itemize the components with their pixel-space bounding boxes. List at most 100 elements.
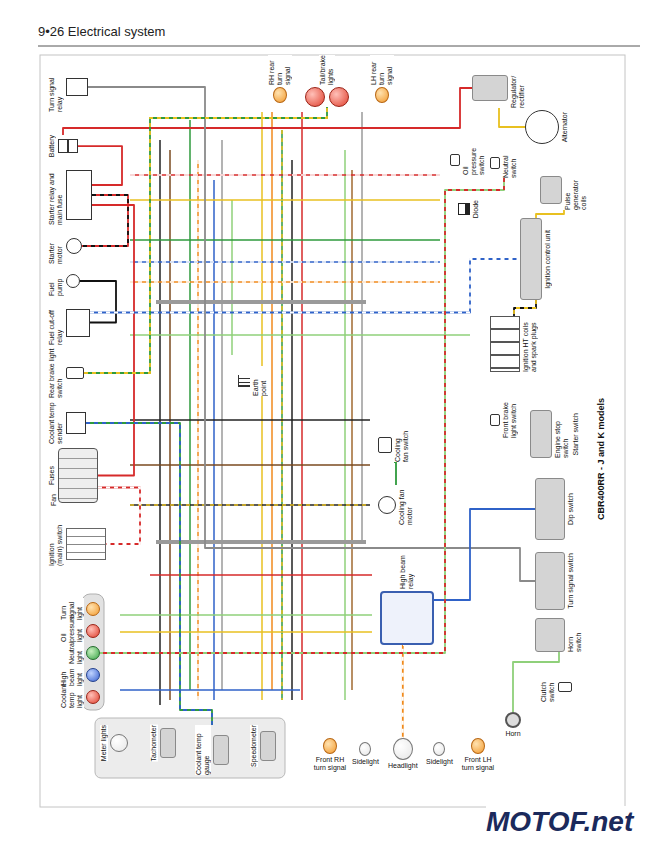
component-label: Starter switch [572, 413, 580, 455]
wire [88, 87, 535, 581]
component-symbol [66, 412, 86, 434]
component: Turn signal light [58, 598, 100, 620]
bundle-clamps [156, 300, 366, 544]
component-label: Tachometer [150, 725, 158, 762]
component-symbol [375, 87, 389, 103]
wire-core [434, 509, 535, 600]
component: Tachometer [150, 725, 176, 762]
component-label: Clutch switch [540, 672, 556, 702]
component-label: Neutral light [68, 642, 84, 664]
component: Horn [505, 712, 521, 738]
component: Sidelight [352, 742, 379, 766]
component: Tail/brake lights [305, 55, 349, 107]
watermark: MOTOF.net [486, 806, 633, 838]
wire [499, 108, 525, 127]
label-group: Coolant temp gauge [195, 725, 211, 775]
bulb-symbol [329, 87, 349, 107]
component-symbol [213, 735, 229, 765]
component-symbol [359, 742, 371, 756]
component: Front LH turn signal [460, 738, 496, 772]
component-label: Rear brake light switch [48, 348, 64, 398]
component-label: Ignition HT coils and spark plugs [522, 316, 538, 372]
wire-core [514, 300, 536, 316]
component: Starter motor [48, 228, 82, 264]
component-label: Sidelight [352, 758, 379, 766]
label-group: Ignition HT coils and spark plugs [522, 316, 538, 372]
label-group: Engine stop switchStarter switch [554, 410, 580, 458]
component-label: Starter motor [48, 228, 64, 264]
wire [86, 423, 212, 725]
wire [536, 210, 564, 218]
component-label: Cooling fan motor [398, 485, 414, 525]
label-group: Tachometer [150, 725, 158, 762]
wire-core [100, 178, 504, 653]
component-label: Oil pressure light [60, 620, 84, 642]
component: Horn switch [535, 618, 583, 652]
component-symbol [260, 731, 276, 761]
fuse-label: Fan [50, 494, 58, 506]
component-symbol [323, 738, 337, 754]
component: Battery [48, 135, 78, 157]
component-symbol [305, 87, 349, 107]
component-symbol [558, 682, 572, 692]
label-group: Headlight [388, 762, 418, 770]
component-symbol [160, 728, 176, 758]
component-label: Battery [48, 135, 56, 157]
label-group: Coolant temp light [58, 686, 84, 708]
wire [434, 509, 535, 600]
component-label: High beam light [60, 664, 84, 686]
label-group: Clutch switch [540, 672, 556, 702]
wire [513, 652, 559, 712]
label-group: Rear brake light switch [48, 348, 64, 398]
wire-core [90, 259, 520, 313]
component-label: Turn signal relay [48, 62, 64, 112]
label-group: Dip switch [567, 493, 575, 525]
component: Sidelight [426, 742, 453, 766]
label-group: High beam relay [399, 555, 415, 589]
label-group: Front brake light switch [502, 402, 518, 438]
component-symbol [490, 316, 520, 372]
component-symbol [86, 668, 100, 682]
component-symbol [86, 624, 100, 638]
component: Cooling fan motor [378, 485, 414, 525]
component-label: Alternator [561, 112, 569, 142]
component-label: Speedometer [250, 725, 258, 767]
component: Engine stop switchStarter switch [530, 410, 580, 458]
label-group: Fuses [48, 466, 56, 485]
component-symbol [273, 87, 287, 103]
label-group: Oil pressure light [58, 620, 84, 642]
component-label: Cooling fan switch [394, 428, 410, 462]
component: Dip switch [535, 478, 575, 540]
component-label: Tail/brake lights [319, 55, 335, 85]
component-label: Front brake light switch [502, 402, 518, 438]
component-label: Turn signal switch [567, 553, 575, 609]
label-group: High beam light [58, 664, 84, 686]
component-label: Coolant temp light [60, 686, 84, 708]
component-label: Neutral switch [502, 148, 518, 178]
wire-core [86, 423, 212, 725]
label-group: Ignition (main) switch [48, 522, 64, 566]
label-group: Turn signal relay [48, 62, 64, 112]
model-caption: CBR400RR - J and K models [596, 398, 607, 520]
component-symbol [58, 448, 98, 503]
component: Coolant temp gauge [195, 725, 229, 775]
component-symbol [86, 690, 100, 704]
label-group: Coolant temp sender [48, 402, 64, 444]
component: Earth point [238, 366, 268, 396]
wire [514, 300, 536, 316]
wire-core [92, 205, 134, 476]
label-group: Fuel cut-off relay [48, 300, 64, 345]
label-group: Fuel pump [48, 266, 64, 296]
label-group: Regulator/ rectifier [510, 68, 526, 108]
wire-core [403, 645, 407, 738]
wire-core [499, 108, 525, 127]
component-symbol [490, 414, 500, 426]
component-symbol [505, 712, 521, 728]
wire-core [63, 88, 472, 135]
page-title: 9•26 Electrical system [38, 24, 165, 40]
component-symbol [378, 496, 396, 514]
wire-tracer [100, 178, 504, 653]
component: Speedometer [250, 725, 276, 767]
component-label: Fuses [48, 466, 56, 485]
